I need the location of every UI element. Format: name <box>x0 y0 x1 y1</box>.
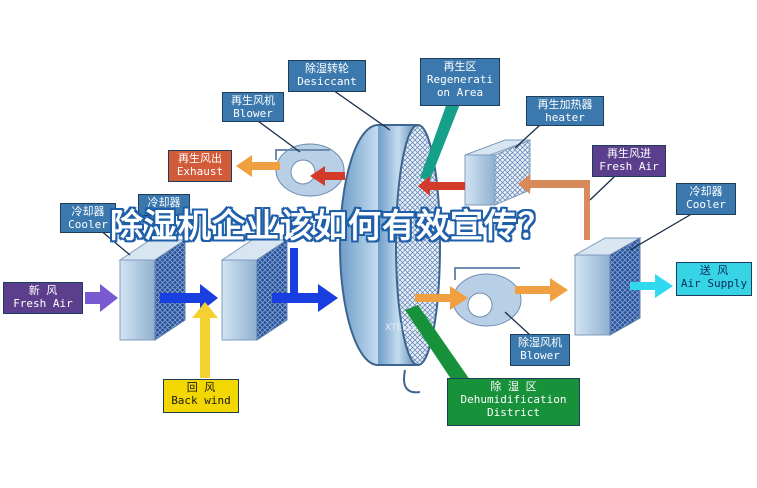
dehum-district-label-en2: District <box>487 406 540 419</box>
regeneration-area-label-en2: on Area <box>436 86 484 99</box>
desiccant-label: 除湿转轮 Desiccant <box>288 60 366 92</box>
fresh-air-label: 新 风 Fresh Air <box>3 282 83 314</box>
regeneration-area-label-en1: Regenerati <box>426 73 494 86</box>
cooler-left-label-en: Cooler <box>68 218 108 231</box>
fresh-air-arrow <box>85 284 118 312</box>
exhaust-label-en: Exhaust <box>176 165 224 178</box>
regen-heater-label: 再生加热器 heater <box>526 96 604 126</box>
dehum-blower-label-zh: 除湿风机 <box>518 336 562 349</box>
back-wind-label-zh: 回 风 <box>186 381 216 394</box>
right-cooler-unit <box>573 237 642 336</box>
regen-blower-label: 再生风机 Blower <box>222 92 284 122</box>
dehum-blower-label-en: Blower <box>520 349 560 362</box>
left-cooler-unit-2 <box>220 239 289 341</box>
desiccant-wheel: XTELLONE <box>339 124 441 394</box>
fresh-air-label-zh: 新 风 <box>28 284 58 297</box>
dehum-district-label: 除 湿 区 Dehumidification District <box>447 378 580 426</box>
supply-orange-arrows <box>415 278 568 310</box>
regen-air-in-label-zh: 再生风进 <box>607 147 651 160</box>
regeneration-area-label: 再生区 Regenerati on Area <box>420 58 500 106</box>
desiccant-label-en: Desiccant <box>297 75 357 88</box>
air-supply-label: 送 风 Air Supply <box>676 262 752 296</box>
regen-blower-label-zh: 再生风机 <box>231 94 275 107</box>
desiccant-label-zh: 除湿转轮 <box>305 62 349 75</box>
left-cooler-unit-1 <box>118 239 187 341</box>
regen-blower-fan <box>275 143 345 197</box>
dehum-blower-label: 除湿风机 Blower <box>510 334 570 366</box>
air-supply-label-zh: 送 风 <box>699 264 729 277</box>
cooler-right-label-en: Cooler <box>686 198 726 211</box>
regen-air-arrows <box>310 166 465 196</box>
cooler-left2-label-zh: 冷却器 <box>147 196 181 209</box>
cooler-right-label: 冷却器 Cooler <box>676 183 736 215</box>
dehum-district-pointer <box>405 305 470 385</box>
regen-heater-label-en: heater <box>545 111 585 124</box>
regen-blower-label-en: Blower <box>233 107 273 120</box>
cooler-left-label: 冷却器 Cooler <box>60 203 116 233</box>
regen-air-in-label: 再生风进 Fresh Air <box>592 145 666 177</box>
watermark: XTELLONE <box>385 323 432 333</box>
regeneration-area-label-zh: 再生区 <box>443 60 477 73</box>
dehum-district-label-zh: 除 湿 区 <box>490 380 537 393</box>
fresh-air-label-en: Fresh Air <box>13 297 73 310</box>
back-wind-label: 回 风 Back wind <box>163 379 239 413</box>
cooler-right-label-zh: 冷却器 <box>689 185 723 198</box>
headline: 除湿机企业该如何有效宣传？ <box>110 206 552 245</box>
regen-heater-unit <box>464 139 531 206</box>
exhaust-label-zh: 再生风出 <box>178 152 222 165</box>
cooler-left-label-zh: 冷却器 <box>71 205 105 218</box>
regen-inlet-arrow <box>518 174 590 240</box>
cooler-left2-label: 冷却器 <box>138 194 190 216</box>
exhaust-arrow <box>236 155 280 177</box>
regen-area-pointer <box>420 100 460 180</box>
air-supply-label-en: Air Supply <box>680 277 748 290</box>
back-wind-label-en: Back wind <box>171 394 231 407</box>
regen-heater-label-zh: 再生加热器 <box>537 98 593 111</box>
dehum-district-label-en1: Dehumidification <box>460 393 567 406</box>
back-wind-arrow <box>192 302 218 378</box>
air-supply-arrow <box>630 274 673 298</box>
regen-air-in-label-en: Fresh Air <box>599 160 659 173</box>
exhaust-label: 再生风出 Exhaust <box>168 150 232 182</box>
